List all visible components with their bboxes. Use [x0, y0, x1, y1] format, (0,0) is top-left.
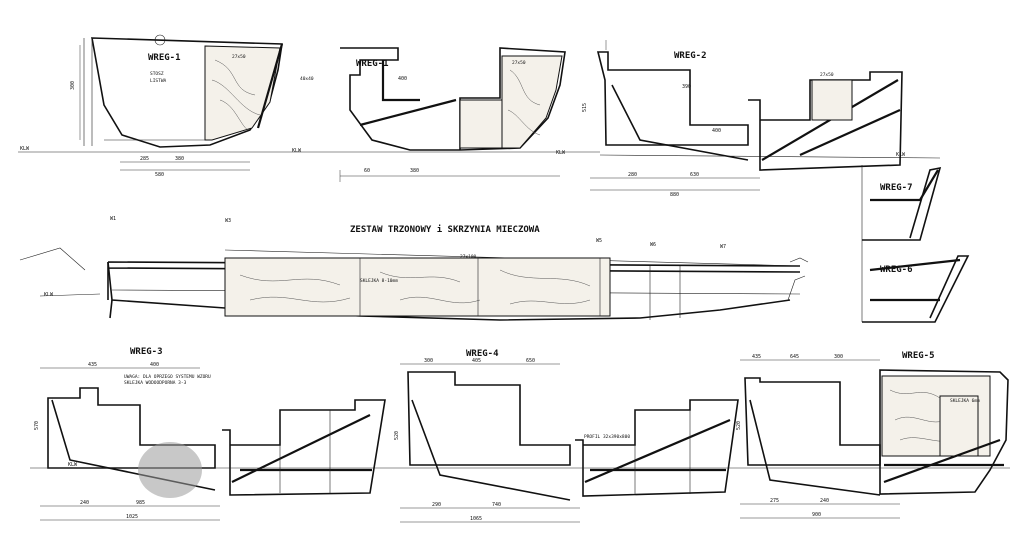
keel-w5: W5	[596, 238, 602, 244]
wreg2-note: 27x50	[820, 72, 834, 78]
scan-smudge	[138, 442, 202, 498]
keel-w7: W7	[720, 244, 726, 250]
wreg1b-dim-3: 380	[410, 168, 419, 174]
frame-wreg-3: WREG-3 UWAGA: DLA OPRZEGO SYSTEMU WZORU …	[34, 347, 386, 521]
wreg3-dim-5: 1025	[126, 514, 138, 520]
wreg2-dim-1: 400	[712, 128, 721, 134]
wreg5-dim-2: 645	[790, 354, 799, 360]
wreg2-dim-3: 280	[628, 172, 637, 178]
wreg3-dim-2: 400	[150, 362, 159, 368]
keel-note-2: 27x100	[460, 254, 477, 260]
wreg4-dim-2: 405	[472, 358, 481, 364]
wreg2-dim-6: 515	[582, 103, 588, 112]
wreg2-dim-2: 390	[682, 84, 691, 90]
wreg4-dim-3: 650	[526, 358, 535, 364]
klw-label-5: KLW	[68, 462, 78, 468]
wreg5-dim-5: 240	[820, 498, 829, 504]
wreg4-note: PROFIL 32x390x800	[584, 434, 630, 440]
frame-wreg-6-7: WREG-7 WREG-6	[861, 165, 970, 323]
wreg3-dim-6: 570	[34, 421, 40, 430]
wreg4-dim-5: 740	[492, 502, 501, 508]
wreg4-dim-1: 300	[424, 358, 433, 364]
keel-title: ZESTAW TRZONOWY i SKRZYNIA MIECZOWA	[350, 224, 540, 235]
wreg5-dim-3: 300	[834, 354, 843, 360]
wreg4-dim-7: 520	[394, 431, 400, 440]
wreg1-note-3: LISTWA	[150, 78, 167, 84]
wreg1-note-4: 40x40	[300, 76, 314, 82]
wreg1-title: WREG-1	[148, 53, 181, 63]
wreg1-dim-3: 580	[155, 172, 164, 178]
wreg4-title: WREG-4	[466, 349, 499, 359]
frame-wreg-2: WREG-2 27x50 400 390 280 630 880 515	[582, 40, 903, 198]
wreg4-dim-6: 1065	[470, 516, 482, 522]
frame-wreg-5: WREG-5 SKLEJKA 6mm 435 645 300 275 240 9…	[736, 351, 1009, 519]
keel-w3: W3	[225, 218, 231, 224]
wreg1b-note: 27x50	[512, 60, 526, 66]
wreg2-title: WREG-2	[674, 51, 707, 61]
wreg3-note-2: SKLEJKA WODOODPORNA 3-3	[124, 380, 187, 386]
wreg3-title: WREG-3	[130, 347, 163, 357]
klw-label-3: KLW	[556, 150, 566, 156]
wreg2-dim-4: 630	[690, 172, 699, 178]
keel-w1: W1	[110, 216, 116, 222]
wreg7-title: WREG-7	[880, 183, 913, 193]
wreg1-dim-4: 300	[70, 81, 76, 90]
wreg1b-title: WREG-1	[356, 59, 389, 69]
wreg3-note-1: UWAGA: DLA OPRZEGO SYSTEMU WZORU	[124, 374, 211, 380]
wreg1b-dim-2: 60	[364, 168, 370, 174]
wreg3-dim-1: 435	[88, 362, 97, 368]
wreg1b-dim-1: 400	[398, 76, 407, 82]
wreg5-dim-7: 520	[736, 421, 742, 430]
wreg5-dim-1: 435	[752, 354, 761, 360]
wreg3-dim-4: 985	[136, 500, 145, 506]
wreg3-dim-3: 240	[80, 500, 89, 506]
frame-wreg-4: WREG-4 PROFIL 32x390x800 300 405 650 290…	[394, 349, 739, 523]
keel-note-1: SKLEJKA 8-10mm	[360, 278, 398, 284]
keel-klw: KLW	[44, 292, 54, 298]
wreg4-dim-4: 290	[432, 502, 441, 508]
wreg1-note-2: STOSZ	[150, 71, 164, 77]
klw-label-1: KLW	[20, 146, 30, 152]
wreg2-dim-5: 880	[670, 192, 679, 198]
wreg5-dim-6: 900	[812, 512, 821, 518]
klw-label-2: KLW	[292, 148, 302, 154]
wreg1-note-1: 27x50	[232, 54, 246, 60]
wreg5-note: SKLEJKA 6mm	[950, 398, 980, 404]
wreg1-dim-1: 285	[140, 156, 149, 162]
wreg6-title: WREG-6	[880, 265, 913, 275]
wreg5-dim-4: 275	[770, 498, 779, 504]
keel-assembly: ZESTAW TRZONOWY i SKRZYNIA MIECZOWA SKLE…	[19, 216, 809, 321]
wreg5-title: WREG-5	[902, 351, 935, 361]
keel-w6: W6	[650, 242, 656, 248]
frame-wreg-1: WREG-1 27x50 STOSZ LISTWA 40x40 285 380 …	[70, 34, 566, 182]
wreg1-dim-2: 380	[175, 156, 184, 162]
